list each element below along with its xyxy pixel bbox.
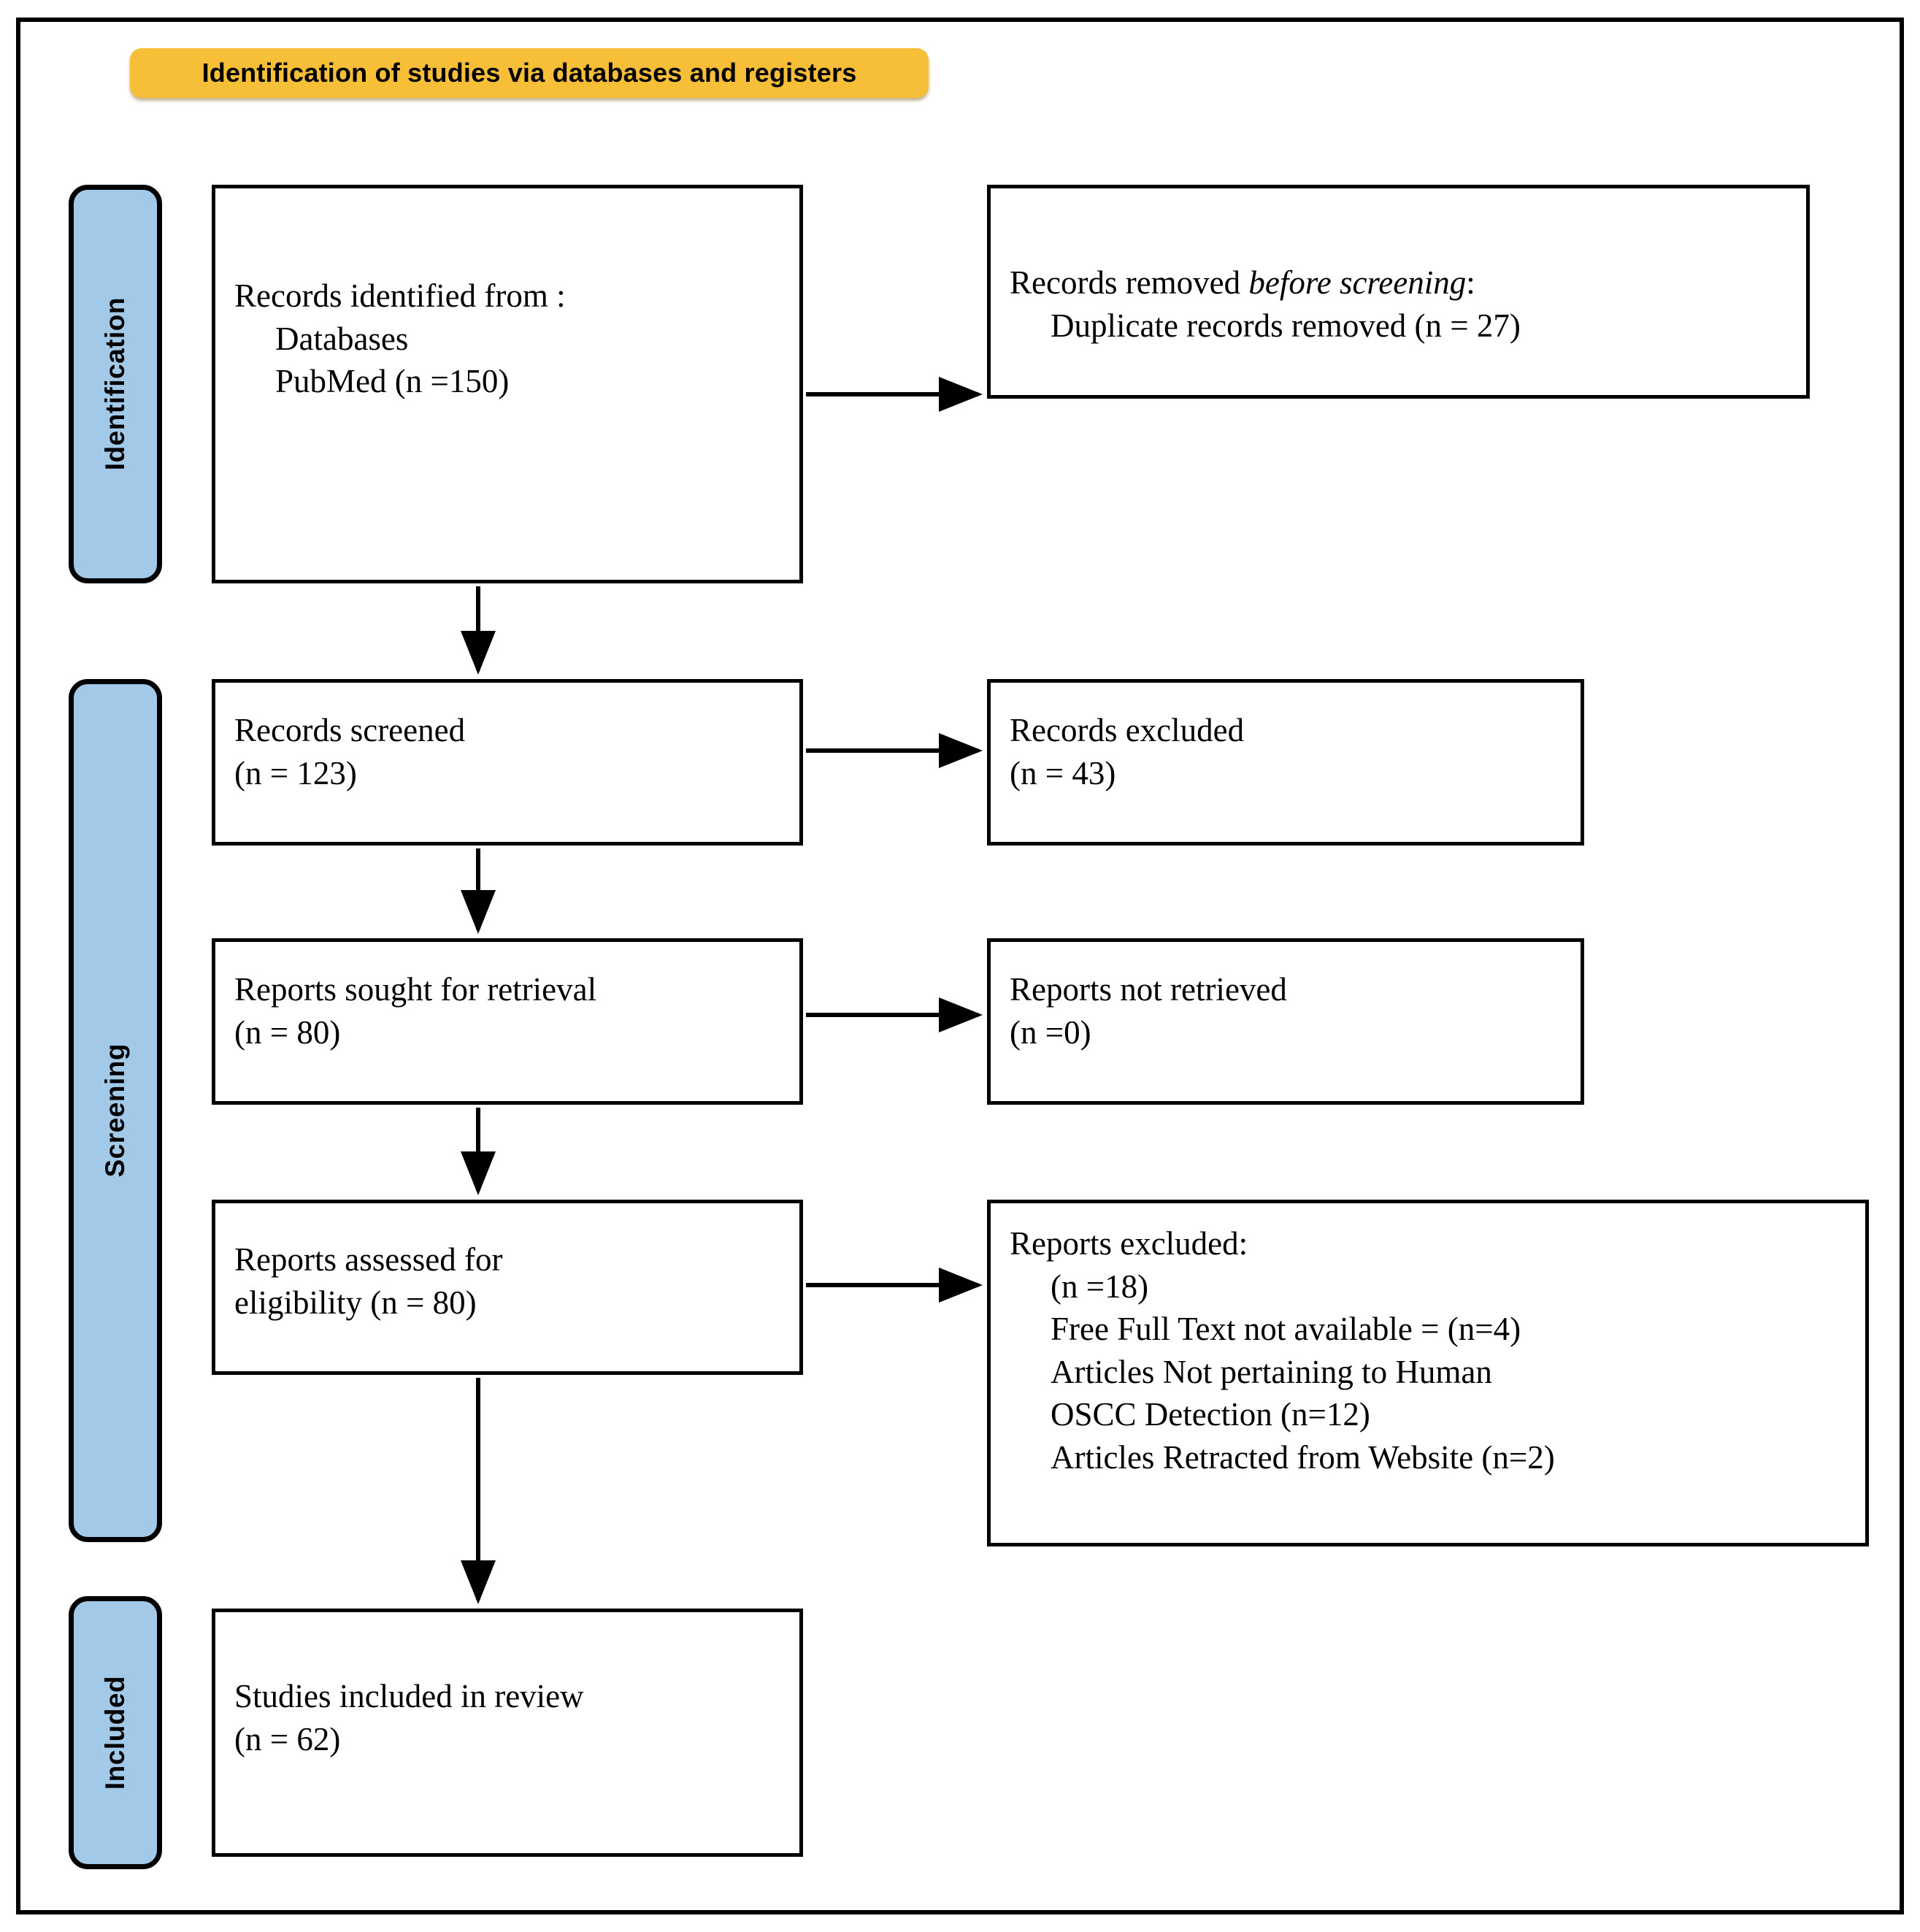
- box-records-removed-line-1: Records removed before screening:: [1010, 261, 1787, 304]
- box-records-excluded: Records excluded (n = 43): [987, 679, 1584, 846]
- box-records-identified: Records identified from : Databases PubM…: [212, 185, 803, 583]
- box-records-identified-line-3: PubMed (n =150): [275, 363, 510, 399]
- box-reports-assessed-line-1: Reports assessed for: [234, 1241, 503, 1278]
- box-records-screened-line-1: Records screened: [234, 712, 466, 748]
- box-studies-included-line-2: (n = 62): [234, 1720, 341, 1757]
- box-records-screened-line-2: (n = 123): [234, 754, 357, 791]
- stage-tab-identification: Identification: [69, 185, 162, 583]
- stage-tab-included-label: Included: [100, 1675, 130, 1790]
- box-reports-excluded-line-2: (n =18): [1051, 1268, 1149, 1305]
- box-records-screened: Records screened (n = 123): [212, 679, 803, 846]
- box-studies-included-line-1: Studies included in review: [234, 1678, 584, 1714]
- box-records-removed-before-screening: Records removed before screening: Duplic…: [987, 185, 1810, 399]
- box-reports-excluded-line-6: Articles Retracted from Website (n=2): [1051, 1438, 1555, 1476]
- box-records-excluded-line-1: Records excluded: [1010, 712, 1245, 748]
- box-reports-sought-line-2: (n = 80): [234, 1013, 341, 1051]
- box-records-excluded-line-2: (n = 43): [1010, 754, 1116, 791]
- box-records-removed-line-2: Duplicate records removed (n = 27): [1051, 307, 1521, 344]
- box-reports-sought-line-1: Reports sought for retrieval: [234, 971, 597, 1008]
- box-reports-excluded-line-4: Articles Not pertaining to Human: [1051, 1353, 1492, 1390]
- box-reports-excluded-line-5: OSCC Detection (n=12): [1051, 1396, 1370, 1433]
- stage-tab-included: Included: [69, 1596, 162, 1869]
- identification-header-banner: Identification of studies via databases …: [130, 48, 929, 98]
- box-reports-excluded: Reports excluded: (n =18) Free Full Text…: [987, 1200, 1869, 1546]
- box-reports-sought-for-retrieval: Reports sought for retrieval (n = 80): [212, 938, 803, 1105]
- stage-tab-screening-label: Screening: [100, 1043, 130, 1178]
- box-records-removed-line-1-italic: before screening: [1248, 264, 1467, 301]
- box-reports-not-retrieved-line-2: (n =0): [1010, 1013, 1091, 1051]
- stage-tab-screening: Screening: [69, 679, 162, 1542]
- box-reports-not-retrieved-line-1: Reports not retrieved: [1010, 971, 1287, 1008]
- box-studies-included-in-review: Studies included in review (n = 62): [212, 1609, 803, 1857]
- header-banner-label: Identification of studies via databases …: [201, 58, 857, 88]
- box-reports-excluded-line-1: Reports excluded:: [1010, 1225, 1248, 1262]
- box-records-removed-line-1-suffix: :: [1466, 264, 1475, 301]
- box-reports-excluded-line-3: Free Full Text not available = (n=4): [1051, 1311, 1521, 1347]
- box-records-identified-line-1: Records identified from :: [234, 277, 566, 314]
- box-records-removed-line-1-prefix: Records removed: [1010, 264, 1249, 301]
- box-reports-assessed-for-eligibility: Reports assessed for eligibility (n = 80…: [212, 1200, 803, 1375]
- box-reports-not-retrieved: Reports not retrieved (n =0): [987, 938, 1584, 1105]
- stage-tab-identification-label: Identification: [100, 297, 130, 471]
- box-reports-assessed-line-2: eligibility (n = 80): [234, 1284, 477, 1321]
- box-records-identified-line-2: Databases: [275, 320, 409, 357]
